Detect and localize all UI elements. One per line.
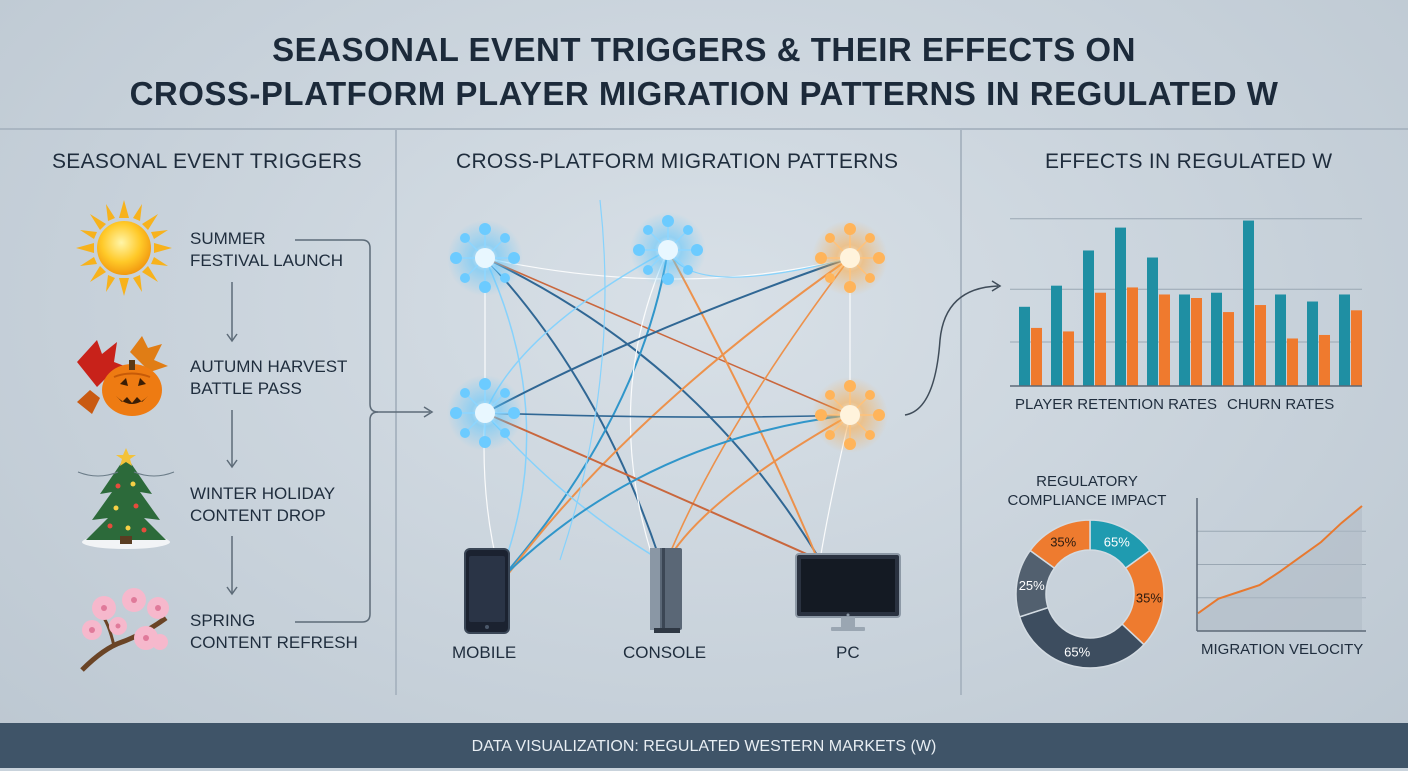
trigger-label-summer: SUMMER FESTIVAL LAUNCH xyxy=(190,229,344,270)
bar-churn-5 xyxy=(1191,298,1202,386)
bar-chart-bars xyxy=(1019,220,1362,386)
bar-retention-2 xyxy=(1083,250,1094,386)
bar-retention-5 xyxy=(1179,294,1190,386)
bar-churn-7 xyxy=(1255,305,1266,386)
header-divider xyxy=(0,128,1408,130)
donut-chart-labels: 65% 35% 65% 25% 35% xyxy=(1019,534,1163,659)
bar-churn-3 xyxy=(1127,287,1138,386)
donut-label-0: 65% xyxy=(1104,534,1130,549)
device-label-console: CONSOLE xyxy=(623,643,707,662)
bar-retention-6 xyxy=(1211,292,1222,386)
donut-label-1: 35% xyxy=(1136,591,1162,606)
bar-churn-9 xyxy=(1319,334,1330,386)
compliance-donut-chart: 65% 35% 65% 25% 35% xyxy=(1015,519,1165,669)
section-title-triggers: SEASONAL EVENT TRIGGERS xyxy=(52,150,362,173)
node-orange-middle-right xyxy=(812,377,888,453)
page-title: SEASONAL EVENT TRIGGERS & THEIR EFFECTS … xyxy=(0,28,1408,116)
footer-text: DATA VISUALIZATION: REGULATED WESTERN MA… xyxy=(471,738,937,755)
section-title-effects: EFFECTS IN REGULATED W xyxy=(1045,150,1333,173)
pumpkin-leaves-icon xyxy=(77,336,168,416)
title-line-1: SEASONAL EVENT TRIGGERS & THEIR EFFECTS … xyxy=(272,31,1136,68)
donut-label-2: 65% xyxy=(1064,645,1090,660)
bar-chart-xlabel-churn: CHURN RATES xyxy=(1227,396,1335,413)
bar-churn-10 xyxy=(1351,310,1362,386)
donut-chart-title: REGULATORY COMPLIANCE IMPACT xyxy=(1004,472,1170,510)
christmas-tree-icon xyxy=(77,448,175,549)
bar-retention-8 xyxy=(1275,294,1286,386)
line-chart-xlabel: MIGRATION VELOCITY xyxy=(1201,641,1364,658)
bar-retention-7 xyxy=(1243,220,1254,386)
bar-retention-1 xyxy=(1051,285,1062,386)
bar-chart-xlabel-retention: PLAYER RETENTION RATES xyxy=(1015,396,1217,413)
bar-churn-4 xyxy=(1159,294,1170,386)
line-chart-area xyxy=(1198,506,1362,631)
bar-retention-3 xyxy=(1115,227,1126,386)
pc-icon xyxy=(795,553,901,631)
retention-churn-bar-chart xyxy=(1010,218,1362,387)
device-label-mobile: MOBILE xyxy=(452,643,517,662)
title-line-2: CROSS-PLATFORM PLAYER MIGRATION PATTERNS… xyxy=(129,75,1279,112)
section-title-migration: CROSS-PLATFORM MIGRATION PATTERNS xyxy=(456,150,899,173)
bar-retention-4 xyxy=(1147,257,1158,386)
bar-churn-2 xyxy=(1095,292,1106,386)
donut-label-3: 25% xyxy=(1019,578,1045,593)
node-blue-middle-left xyxy=(447,375,523,451)
node-blue-top-middle xyxy=(630,212,706,288)
donut-chart-slices xyxy=(1015,519,1165,669)
cherry-blossom-icon xyxy=(80,588,169,672)
bar-retention-9 xyxy=(1307,301,1318,386)
sun-icon xyxy=(76,200,172,296)
bar-retention-10 xyxy=(1339,294,1350,386)
console-icon xyxy=(650,548,682,633)
donut-chart-title-line-1: REGULATORY xyxy=(1036,473,1138,490)
column-divider-right xyxy=(960,130,962,695)
bar-retention-0 xyxy=(1019,306,1030,386)
migration-to-effects-arrow xyxy=(904,285,999,416)
node-blue-top-left xyxy=(447,220,523,296)
trigger-label-winter: WINTER HOLIDAY CONTENT DROP xyxy=(190,484,336,525)
footer-bar: DATA VISUALIZATION: REGULATED WESTERN MA… xyxy=(0,723,1408,768)
donut-slice-2 xyxy=(1018,606,1146,669)
trigger-label-spring: SPRING CONTENT REFRESH xyxy=(190,611,358,652)
device-label-pc: PC xyxy=(836,643,860,662)
mobile-icon xyxy=(464,548,510,634)
bar-churn-1 xyxy=(1063,331,1074,386)
donut-label-4: 35% xyxy=(1050,534,1076,549)
bar-churn-8 xyxy=(1287,338,1298,386)
donut-chart-title-line-2: COMPLIANCE IMPACT xyxy=(1007,492,1167,509)
migration-velocity-line-chart xyxy=(1196,498,1366,632)
node-orange-top-right xyxy=(812,220,888,296)
bar-churn-6 xyxy=(1223,312,1234,386)
trigger-label-autumn: AUTUMN HARVEST BATTLE PASS xyxy=(190,357,348,398)
bar-churn-0 xyxy=(1031,327,1042,386)
line-chart-series xyxy=(1197,505,1363,615)
donut-slice-4 xyxy=(1029,519,1091,570)
